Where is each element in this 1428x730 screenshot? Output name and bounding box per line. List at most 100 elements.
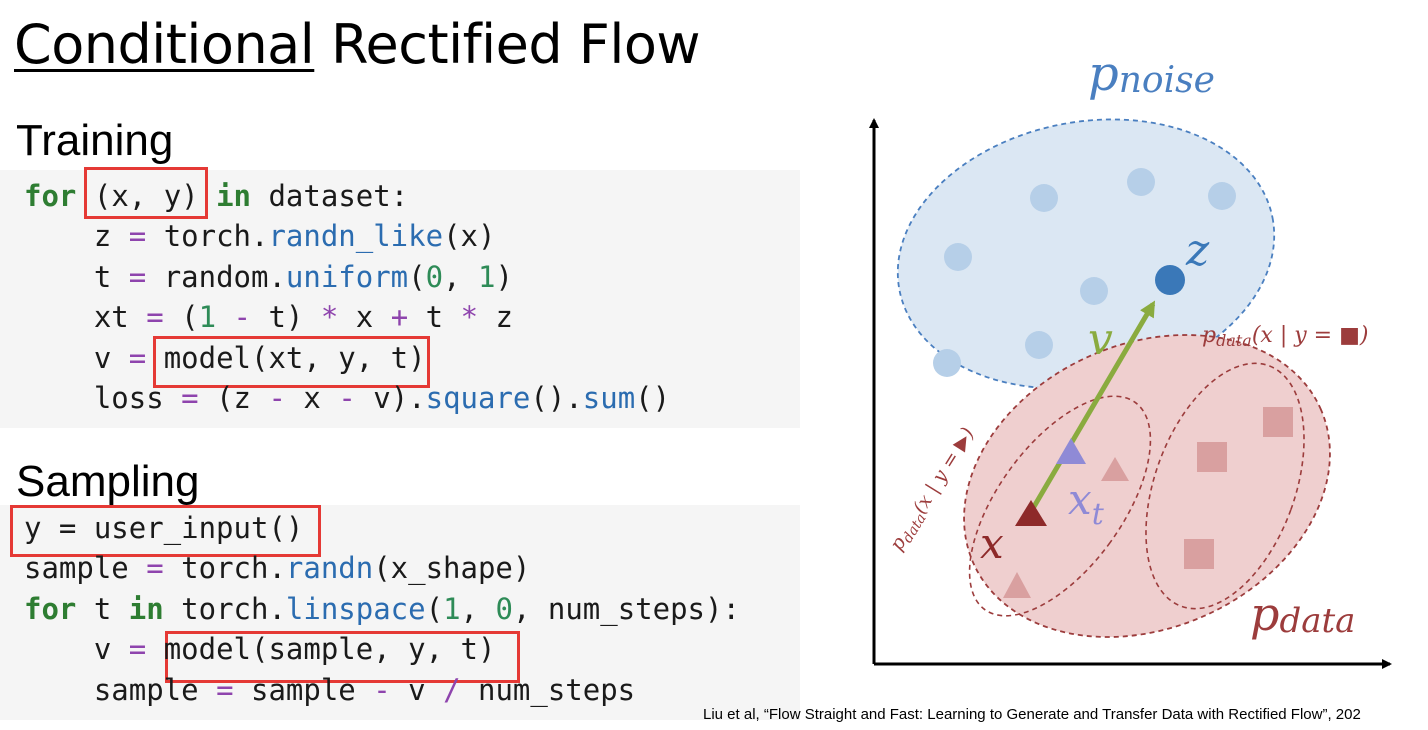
code-token: x (338, 300, 391, 335)
code-token: t (76, 591, 129, 626)
code-token: random. (146, 259, 286, 294)
code-token: 1 (198, 300, 217, 335)
code-token: v). (355, 381, 426, 415)
highlighted-code: y = user_input() (24, 511, 304, 545)
code-token: sample (233, 672, 374, 707)
highlighted-code: (x, y) (93, 179, 199, 213)
z-point (1155, 265, 1185, 295)
code-token: ( (163, 300, 199, 335)
square-class-region (1145, 362, 1305, 610)
code-token: ( (425, 591, 444, 626)
noise-points (933, 168, 1236, 377)
highlight-box-model-sampling (165, 631, 520, 683)
code-token: v (24, 632, 129, 667)
code-line: v = model(sample, y, t) (24, 629, 496, 669)
code-line: t = random.uniform(0, 1) (24, 257, 513, 297)
code-token: = (128, 340, 147, 375)
code-token: = (128, 259, 147, 294)
square-data-marker (1197, 442, 1227, 472)
data-markers (1003, 407, 1293, 598)
code-token: v (390, 672, 444, 707)
code-line: sample = torch.randn(x_shape) (24, 548, 530, 588)
sampling-heading: Sampling (16, 457, 200, 506)
code-token: (x) (443, 219, 496, 254)
code-line: v = model(xt, y, t) (24, 338, 426, 378)
code-line: y = user_input() (24, 508, 303, 548)
code-token: t (408, 300, 461, 335)
p-data-label: pdata (1250, 587, 1355, 641)
code-token: z (478, 300, 513, 335)
code-token: v (24, 340, 129, 375)
code-token: - (338, 381, 356, 415)
code-token: t (24, 259, 129, 294)
code-token: torch. (163, 591, 286, 626)
code-token: sum (582, 381, 636, 415)
highlight-box-user-input (10, 505, 321, 557)
highlighted-code: model(sample, y, t) (163, 632, 496, 667)
code-token: ) (495, 259, 513, 294)
code-token: ( (408, 259, 426, 294)
slide-title: Conditional Rectified Flow (14, 12, 701, 78)
square-data-marker (1184, 539, 1214, 569)
code-token: + (390, 300, 409, 335)
code-token: sample (24, 672, 217, 707)
code-token: 1 (478, 259, 496, 294)
code-token: * (320, 300, 339, 335)
code-token (199, 179, 216, 213)
highlighted-code: model(xt, y, t) (163, 340, 426, 375)
code-token: (z (198, 381, 269, 415)
highlight-box-model-training (153, 336, 430, 388)
data-distribution-region (963, 334, 1331, 638)
code-token: = (128, 632, 147, 667)
sampling-code-block: y = user_input()sample = torch.randn(x_s… (0, 505, 800, 720)
code-token: num_steps (460, 672, 636, 707)
x-label: x (980, 519, 1004, 568)
code-token: , (460, 591, 496, 626)
code-line: sample = sample - v / num_steps (24, 670, 635, 710)
code-token: t) (251, 300, 321, 335)
code-token (146, 632, 163, 666)
code-token: sample (24, 551, 147, 586)
code-token: - (233, 300, 252, 335)
code-token: loss (24, 381, 182, 415)
code-token: = (181, 381, 199, 415)
xt-marker (1056, 438, 1086, 464)
xt-label: xt (1068, 475, 1105, 532)
code-token: = (146, 551, 164, 586)
triangle-data-marker (1003, 572, 1031, 598)
code-token: = (146, 300, 164, 335)
citation: Liu et al, “Flow Straight and Fast: Lear… (703, 706, 1361, 723)
code-token: torch. (163, 551, 286, 586)
code-token: for (24, 591, 77, 626)
title-rest: Rectified Flow (314, 13, 701, 76)
code-token: in (216, 179, 252, 213)
code-token: uniform (285, 259, 409, 294)
z-label: z (1185, 225, 1210, 276)
triangle-class-region (968, 395, 1152, 617)
noise-point (1208, 182, 1236, 210)
code-token: 0 (495, 591, 513, 626)
noise-point (933, 349, 961, 377)
code-token: linspace (285, 591, 426, 626)
training-code-block: for (x, y) in dataset: z = torch.randn_l… (0, 167, 800, 428)
square-data-marker (1263, 407, 1293, 437)
rectified-flow-diagram: pnoise z v xt x pdata pdata(x | y = ■) p… (869, 46, 1392, 669)
code-token: in (128, 591, 164, 626)
noise-point (1080, 277, 1108, 305)
conditional-square-label: pdata(x | y = ■) (1202, 323, 1368, 350)
code-line: for t in torch.linspace(1, 0, num_steps)… (24, 589, 740, 629)
code-token: square (425, 381, 531, 415)
code-token: (x_shape) (373, 551, 531, 586)
code-token: z (24, 219, 129, 254)
code-token: x (285, 381, 339, 415)
noise-point (1025, 331, 1053, 359)
code-token: for (24, 179, 77, 213)
code-token: () (635, 381, 671, 415)
v-label: v (1088, 314, 1113, 365)
code-token: randn_like (268, 219, 444, 254)
velocity-arrow (1029, 300, 1156, 512)
code-token (146, 341, 163, 375)
code-token: dataset: (251, 179, 409, 213)
code-token (216, 300, 233, 334)
x-marker (1015, 500, 1047, 526)
